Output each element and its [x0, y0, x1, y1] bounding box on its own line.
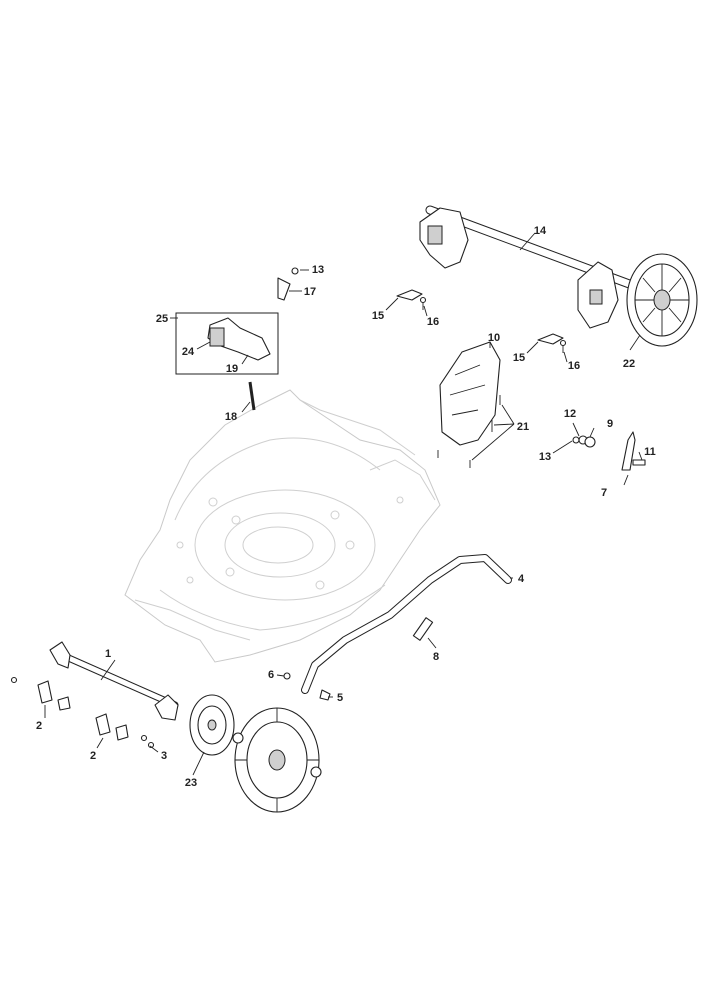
callout-15: 15	[372, 310, 384, 322]
callout-13: 13	[312, 264, 324, 276]
kit-group-box	[175, 312, 279, 375]
rear-axle	[419, 205, 637, 329]
callout-15: 15	[513, 352, 525, 364]
callout-4: 4	[518, 573, 525, 585]
rear-bracket-upper	[396, 289, 427, 310]
callout-17: 17	[304, 286, 316, 298]
callout-24: 24	[182, 346, 195, 358]
handle-lock-parts	[175, 277, 291, 411]
callout-16: 16	[568, 360, 580, 372]
callout-8: 8	[433, 651, 439, 663]
callout-11: 11	[644, 446, 656, 458]
front-wheel-hubcap	[189, 694, 235, 756]
callout-7: 7	[601, 487, 607, 499]
front-clips	[10, 676, 155, 749]
rear-bracket-lower	[537, 333, 567, 353]
rear-cover	[437, 341, 501, 468]
callout-1: 1	[105, 648, 111, 660]
callout-12: 12	[564, 408, 576, 420]
callout-2: 2	[90, 750, 96, 762]
callout-19: 19	[226, 363, 238, 375]
rear-wheel	[626, 253, 698, 347]
callout-21: 21	[517, 421, 529, 433]
callout-3: 3	[161, 750, 167, 762]
leader-lines	[44, 232, 643, 776]
callout-10: 10	[488, 332, 500, 344]
callout-18: 18	[225, 411, 237, 423]
callout-14: 14	[534, 225, 547, 237]
callout-5: 5	[337, 692, 343, 704]
callout-labels: 1 2 2 3 4 5 6 7 8 9 10 11 12 13 13 14 15…	[36, 225, 656, 789]
callout-22: 22	[623, 358, 635, 370]
callout-13: 13	[539, 451, 551, 463]
callout-2: 2	[36, 720, 42, 732]
callout-16: 16	[427, 316, 439, 328]
callout-6: 6	[268, 669, 274, 681]
front-wheel	[232, 707, 322, 813]
front-axle	[49, 641, 179, 721]
callout-23: 23	[185, 777, 197, 789]
callout-25: 25	[156, 313, 168, 325]
mower-deck	[124, 389, 441, 663]
height-adjust-parts	[291, 267, 646, 471]
callout-9: 9	[607, 418, 613, 430]
height-lever	[283, 554, 512, 701]
